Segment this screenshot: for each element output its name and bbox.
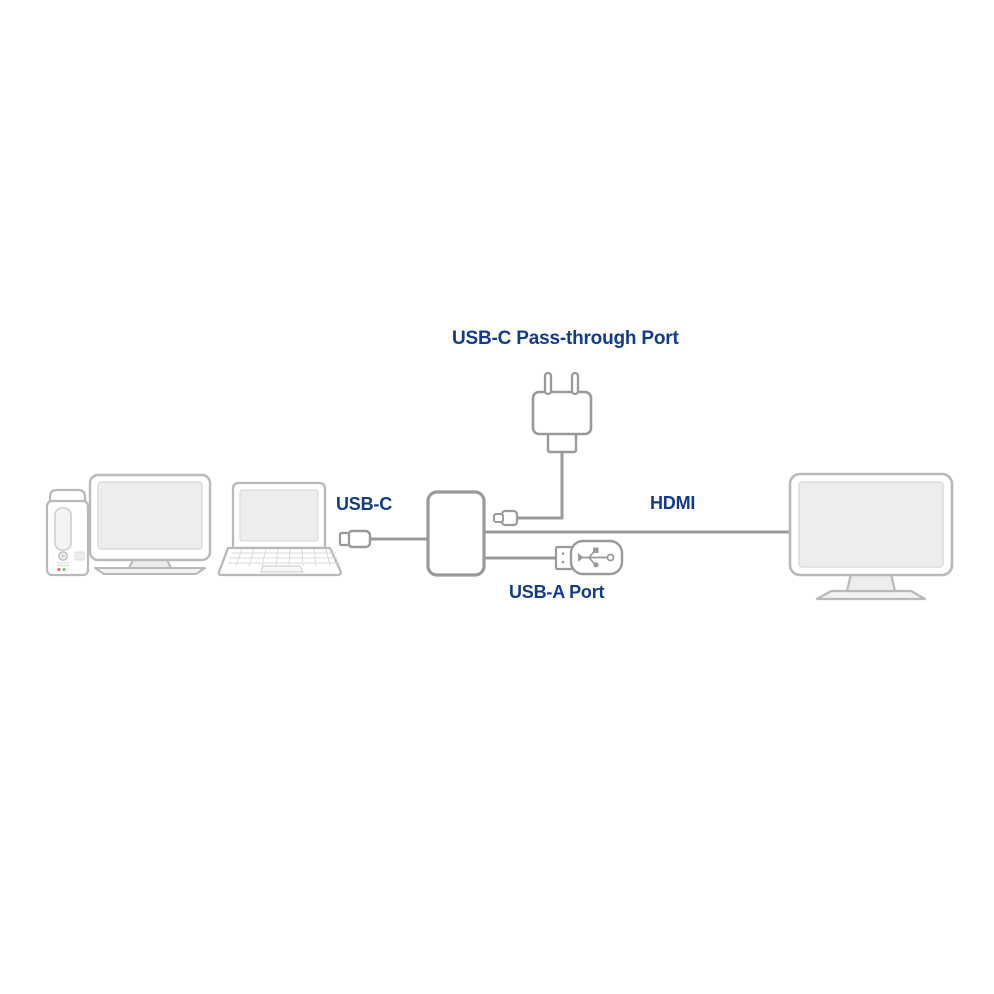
external-display (788, 472, 954, 601)
passthrough-cable (493, 452, 564, 527)
label-usb-a-port: USB-A Port (509, 582, 605, 602)
usb-c-cable (338, 529, 428, 549)
label-usb-c: USB-C (336, 494, 392, 514)
label-hdmi: HDMI (650, 493, 696, 513)
usb-c-hub (426, 490, 486, 577)
desktop-monitor (88, 473, 212, 575)
power-adapter (531, 371, 593, 454)
laptop (217, 481, 343, 577)
usb-flash-drive (554, 539, 624, 576)
desktop-tower (45, 488, 90, 577)
label-usb-c-passthrough-port: USB-C Pass-through Port (452, 328, 679, 349)
